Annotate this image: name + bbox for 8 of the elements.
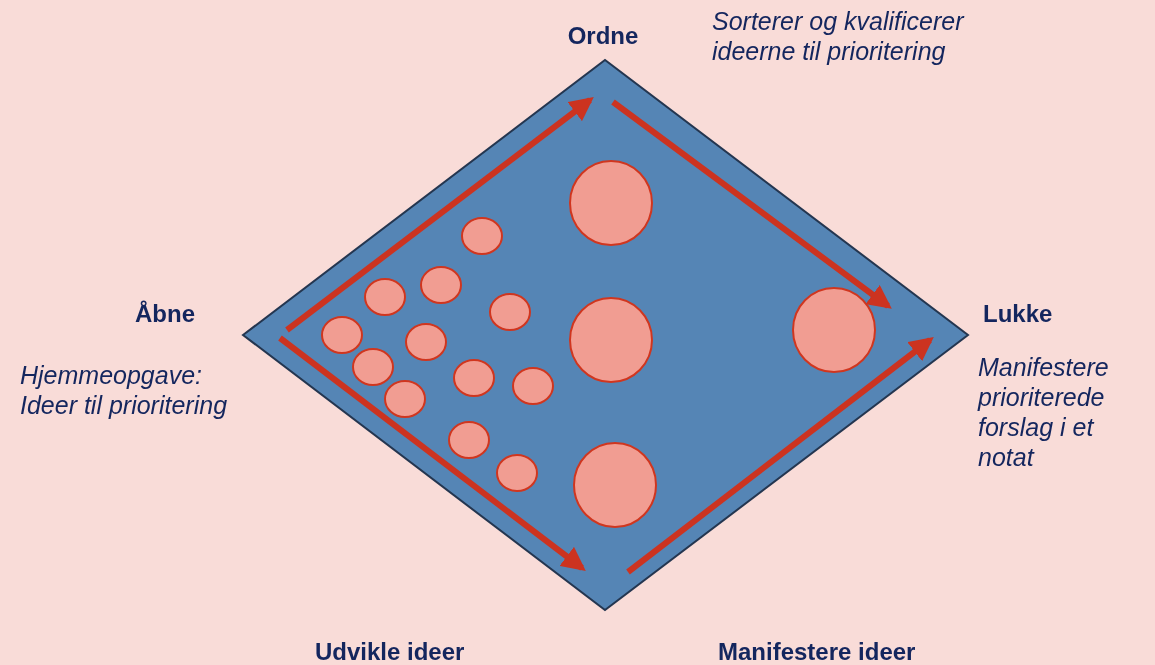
note-text: Sorterer og kvalificerer ideerne til prioritering [712,6,966,66]
note-text: Hjemmeopgave: Ideer til prioritering [20,360,229,420]
phase-label: Ordne [566,22,640,51]
phase-label: Åbne [134,300,196,329]
phase-label: Manifestere ideer [718,638,917,665]
note-text: Manifestere prioriterede forslag i et notat [978,352,1110,472]
phase-label: Udvikle ideer [315,638,466,665]
phase-label: Lukke [983,300,1054,329]
